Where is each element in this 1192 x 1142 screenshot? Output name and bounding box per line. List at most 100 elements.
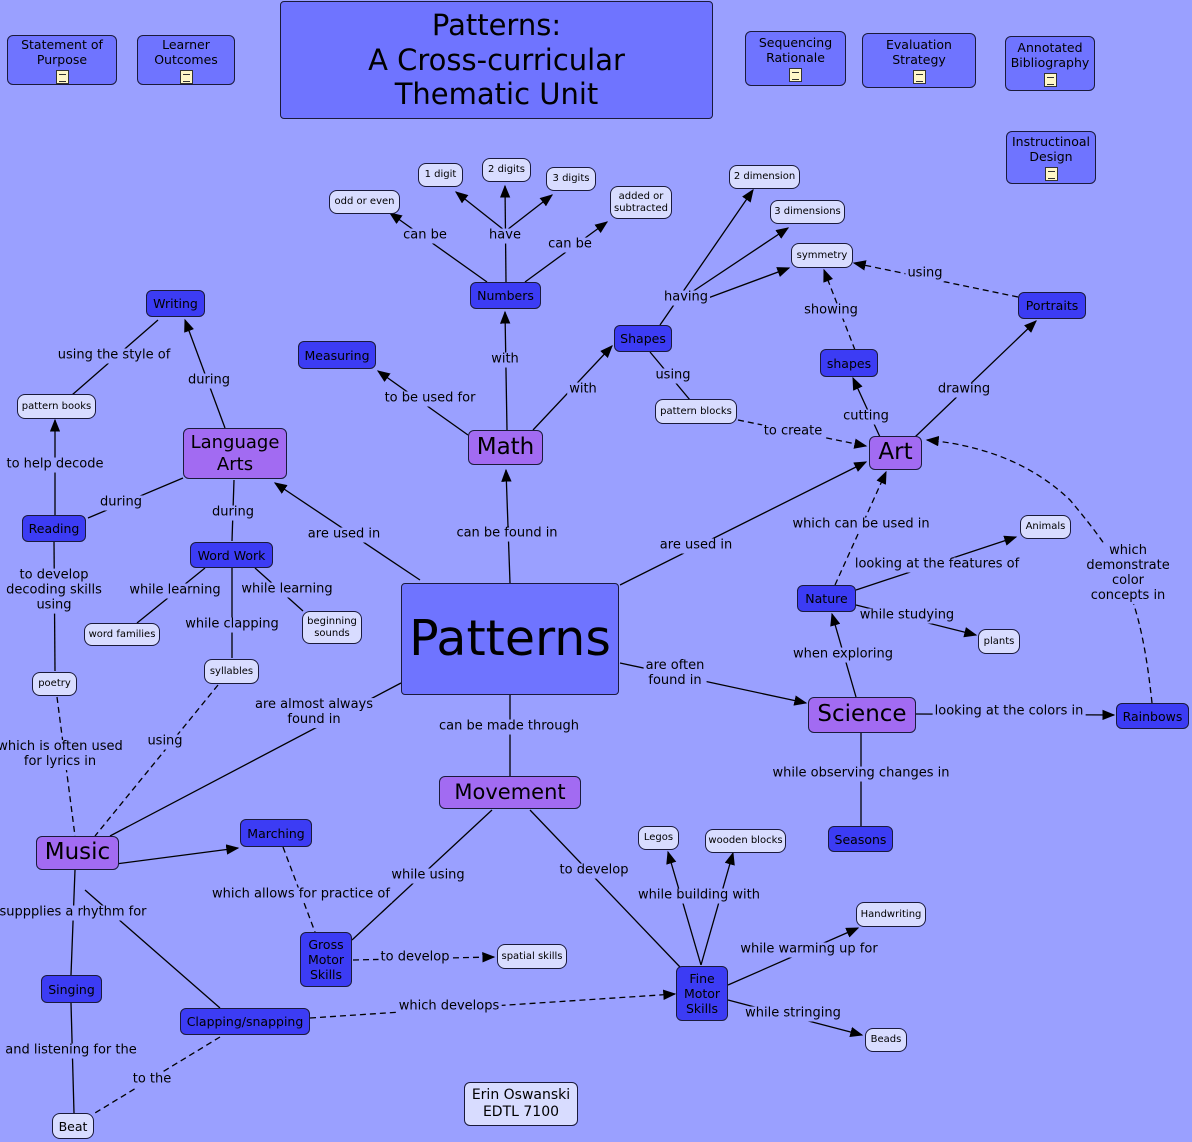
annotated-bibliography-button[interactable]: Annotated Bibliography — [1005, 36, 1095, 91]
link-movement-fine — [529, 809, 681, 968]
label-looking-features: looking at the features of — [852, 556, 1022, 573]
document-icon[interactable] — [1043, 73, 1057, 87]
link-fine-legos — [666, 850, 702, 966]
link-art-portraits — [914, 320, 1037, 438]
node-math: Math — [468, 430, 543, 465]
label-are-used-in-art: are used in — [657, 537, 735, 554]
node-patterns: Patterns — [401, 583, 619, 695]
document-icon[interactable] — [789, 68, 802, 82]
node-pattern-books: pattern books — [17, 394, 96, 419]
node-beat: Beat — [52, 1113, 94, 1139]
label-showing: showing — [802, 302, 860, 319]
link-numbers-3digits — [506, 194, 554, 231]
node-3-dimensions: 3 dimensions — [770, 200, 845, 224]
link-fine-wooden — [700, 851, 735, 966]
link-numbers-odd — [388, 212, 488, 283]
node-1-digit: 1 digit — [418, 163, 463, 187]
label-using-sym: using — [905, 265, 945, 282]
document-icon[interactable] — [912, 70, 926, 84]
node-portraits: Portraits — [1018, 292, 1086, 319]
node-language-arts: Language Arts — [183, 428, 287, 479]
document-icon[interactable] — [1044, 167, 1058, 181]
label-can-be-made-through: can be made through — [437, 718, 581, 735]
learner-outcomes-button[interactable]: Learner Outcomes — [137, 35, 235, 85]
node-clapping: Clapping/snapping — [180, 1008, 310, 1035]
statement-of-purpose-button[interactable]: Statement of Purpose — [7, 35, 117, 85]
label-decoding: to develop decoding skills using — [4, 567, 104, 614]
label-to-develop-spatial: to develop — [378, 949, 452, 966]
node-science: Science — [808, 697, 916, 733]
label-stringing: while stringing — [743, 1005, 843, 1022]
instructional-design-button[interactable]: Instructinoal Design — [1006, 131, 1096, 184]
label-cutting: cutting — [841, 408, 891, 425]
label-observing: while observing changes in — [770, 765, 952, 782]
label-which-can-be-used-in: which can be used in — [790, 516, 932, 533]
node-animals: Animals — [1020, 515, 1071, 539]
label-can-be-2: can be — [546, 236, 594, 253]
node-marching: Marching — [240, 819, 312, 847]
label-building: while building with — [635, 887, 763, 904]
node-word-work: Word Work — [190, 542, 273, 568]
node-added-or-subtracted: added or subtracted — [610, 186, 672, 219]
link-patterns-math — [501, 468, 512, 584]
evaluation-strategy-button[interactable]: Evaluation Strategy — [862, 33, 976, 88]
label-with-shapes: with — [567, 381, 599, 398]
label-are-almost-always: are almost always found in — [253, 697, 375, 728]
link-shapes-sym — [707, 267, 791, 299]
label-are-used-in-la: are used in — [305, 526, 383, 543]
label-while-studying: while studying — [857, 607, 957, 624]
label-have: have — [487, 227, 523, 244]
label-while-using: while using — [389, 867, 467, 884]
node-nature: Nature — [797, 585, 856, 612]
node-legos: Legos — [638, 826, 679, 850]
document-icon[interactable] — [179, 69, 193, 84]
node-odd-or-even: odd or even — [329, 190, 400, 214]
sequencing-rationale-button[interactable]: Sequencing Rationale — [745, 31, 846, 86]
label-with-numbers: with — [489, 351, 521, 368]
page-title: Patterns: A Cross-curricular Thematic Un… — [280, 1, 713, 119]
label-when-exploring: when exploring — [791, 646, 895, 663]
link-math-numbers — [499, 310, 511, 431]
design-label: Instructinoal Design — [1011, 134, 1091, 164]
node-poetry: poetry — [32, 672, 77, 696]
node-3-digits: 3 digits — [546, 167, 596, 191]
node-handwriting: Handwriting — [856, 902, 926, 927]
label-while-learning-2: while learning — [239, 581, 335, 598]
node-syllables: syllables — [204, 659, 259, 684]
node-beads: Beads — [865, 1028, 907, 1052]
node-music: Music — [36, 836, 119, 870]
node-2-digits: 2 digits — [482, 158, 531, 182]
link-numbers-1digit — [454, 191, 505, 231]
node-wooden-blocks: wooden blocks — [705, 829, 786, 853]
node-word-families: word families — [84, 623, 160, 646]
node-shapes-art: shapes — [820, 349, 878, 377]
label-while-learning-1: while learning — [127, 582, 223, 599]
node-rainbows: Rainbows — [1116, 703, 1189, 729]
node-writing: Writing — [146, 290, 205, 317]
label-lyrics: which is often used for lyrics in — [0, 739, 125, 770]
document-icon[interactable] — [55, 69, 69, 84]
statement-label: Statement of Purpose — [21, 36, 103, 67]
link-syll-music — [94, 684, 219, 837]
label-having: having — [661, 289, 711, 306]
sequencing-label: Sequencing Rationale — [758, 35, 833, 65]
node-measuring: Measuring — [298, 341, 376, 369]
label-demonstrate: which demonstrate color concepts in — [1084, 543, 1172, 604]
node-numbers: Numbers — [470, 282, 541, 309]
label-drawing: drawing — [935, 381, 993, 398]
label-which-develops: which develops — [396, 998, 502, 1015]
node-art: Art — [869, 436, 922, 470]
link-art-shapes — [852, 376, 881, 438]
label-looking-colors: looking at the colors in — [932, 703, 1086, 720]
node-pattern-blocks: pattern blocks — [655, 399, 737, 424]
bibliography-label: Annotated Bibliography — [1010, 40, 1090, 70]
node-symmetry: symmetry — [791, 243, 853, 268]
evaluation-label: Evaluation Strategy — [886, 37, 952, 67]
label-can-be-1: can be — [401, 227, 449, 244]
label-listening: and listening for the — [3, 1042, 139, 1059]
link-patterns-art — [619, 461, 868, 586]
label-to-develop-move: to develop — [557, 862, 631, 879]
label-while-clapping: while clapping — [183, 616, 281, 633]
label-using-syll: using — [145, 733, 185, 750]
label-can-be-found-in: can be found in — [454, 525, 560, 542]
